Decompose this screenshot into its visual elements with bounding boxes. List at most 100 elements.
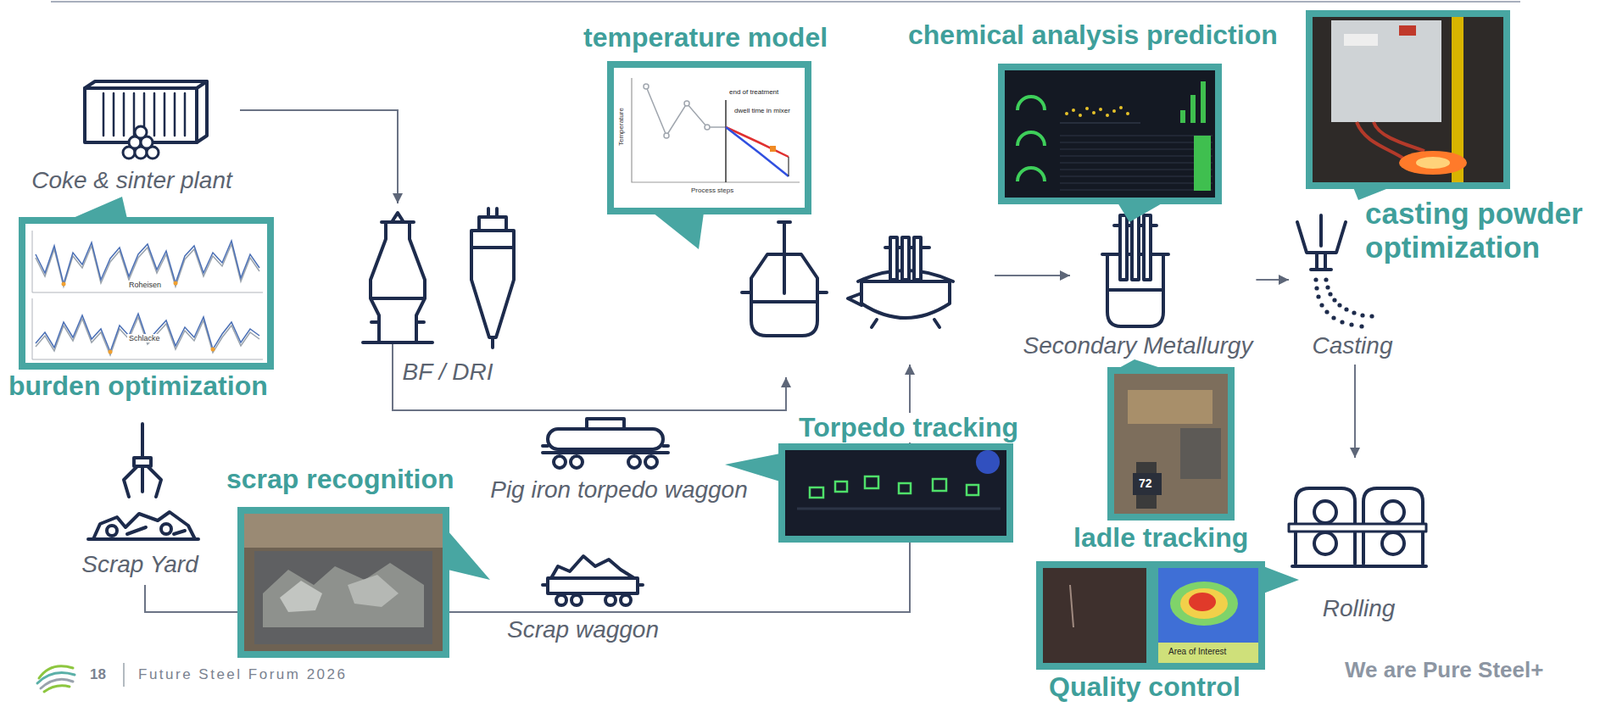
- callout-frame: [18, 10, 1511, 670]
- torpedo-camera-image: [809, 487, 824, 498]
- callout-frame: [1117, 202, 1164, 223]
- callout-title: casting powder optimization: [1365, 196, 1589, 265]
- caster-icon: [1339, 319, 1344, 324]
- dashboard-screenshot: [1059, 122, 1141, 124]
- temperature-chart: [643, 83, 710, 139]
- caster-photo: [1343, 33, 1378, 46]
- torpedo-camera-image: [898, 483, 911, 494]
- torpedo-waggon-icon: [542, 418, 669, 469]
- scrap-yard-icon: [123, 423, 162, 497]
- quality-images: [1158, 642, 1259, 664]
- station-label: Scrap Yard: [81, 551, 198, 579]
- torpedo-camera-image: [797, 507, 1001, 511]
- dashboard-screenshot: [1059, 135, 1213, 190]
- footer-divider: [122, 663, 125, 687]
- dashboard-screenshot: [1071, 108, 1076, 112]
- scrap-waggon-icon: [542, 556, 643, 606]
- temperature-chart: [704, 124, 710, 130]
- caster-icon: [1315, 294, 1321, 299]
- coke-plant-icon: [84, 81, 207, 143]
- ladle-number: 72: [1138, 476, 1153, 491]
- temperature-chart: [613, 67, 805, 208]
- coke-plant-icon: [84, 81, 207, 159]
- dashboard-screenshot: [1017, 96, 1045, 111]
- torpedo-camera-image: [809, 476, 979, 498]
- caster-icon: [1349, 322, 1354, 327]
- dashboard-screenshot: [1017, 167, 1045, 182]
- torpedo-camera-image: [785, 450, 1007, 536]
- dashboard-screenshot: [1064, 105, 1130, 118]
- electric-arc-furnace-icon: [914, 237, 921, 280]
- torpedo-waggon-icon: [570, 456, 583, 469]
- callout-frame: [778, 443, 1014, 543]
- torpedo-camera-image: [835, 481, 848, 492]
- rolling-mill-icon: [1288, 524, 1427, 532]
- rolling-mill-icon: [1314, 532, 1337, 555]
- flow-arrow: [1255, 278, 1289, 281]
- callout-box: ladle tracking: [1070, 361, 1252, 557]
- station-label: Casting: [1312, 332, 1394, 360]
- scrap-yard-icon: [127, 527, 185, 535]
- rolling-mill-icon: [1382, 501, 1405, 524]
- burden-chart: [61, 282, 67, 287]
- quality-images: [1180, 588, 1228, 619]
- temperature-chart: [613, 67, 805, 208]
- chart-annotation: end of treatment: [729, 88, 779, 96]
- scrap-waggon-icon: [620, 595, 631, 606]
- chart-series-name: Roheisen: [127, 280, 163, 290]
- callout-title: chemical analysis prediction: [908, 20, 1278, 51]
- burden-chart: [61, 281, 216, 355]
- coke-plant-icon: [134, 126, 147, 139]
- chart-series-name: Schlacke: [127, 334, 162, 343]
- temperature-chart: [684, 100, 690, 106]
- scrap-waggon-icon: [542, 578, 643, 594]
- quality-images: [1042, 568, 1147, 664]
- converter-icon: [778, 222, 791, 294]
- callout-title: Torpedo tracking: [796, 412, 1021, 443]
- caster-icon: [1314, 285, 1319, 290]
- callout-frame: [447, 530, 491, 580]
- plant-node: Casting: [1288, 267, 1417, 365]
- callout-box: burden optimization: [6, 211, 279, 406]
- blast-furnace-icon: [362, 212, 433, 343]
- plant-node: Rolling: [1284, 457, 1433, 624]
- caster-icon: [1327, 291, 1333, 296]
- electric-arc-furnace-icon: [861, 281, 950, 318]
- ladle-photo: [1127, 390, 1213, 424]
- footer-slogan: We are Pure Steel+: [1344, 657, 1544, 684]
- station-label: Coke & sinter plant: [31, 167, 233, 195]
- ladle-photo: [1132, 473, 1162, 496]
- dashboard-screenshot: [1180, 110, 1186, 123]
- dashboard-screenshot: [1190, 94, 1196, 123]
- callout-frame: [1305, 10, 1511, 190]
- electric-arc-furnace-icon: [871, 319, 940, 328]
- dashboard-screenshot: [1200, 81, 1206, 123]
- quality-images: [1070, 585, 1074, 628]
- rolling-mill-icon: [1382, 532, 1405, 555]
- image-annotation: Area of Interest: [1168, 646, 1227, 658]
- dashboard-screenshot: [1193, 135, 1211, 191]
- caster-icon: [1359, 323, 1364, 329]
- temperature-chart: [787, 156, 789, 177]
- scrap-photo: [279, 580, 323, 613]
- scrap-photo: [244, 513, 443, 652]
- callout-frame: [237, 507, 450, 658]
- callout-frame: [1107, 367, 1235, 521]
- top-rule: [50, 0, 1521, 3]
- plant-node: Pig iron torpedo waggon: [479, 413, 759, 506]
- quality-images: [1042, 568, 1259, 664]
- scrap-photo: [254, 551, 433, 645]
- station-label: Pig iron torpedo waggon: [490, 476, 748, 504]
- scrap-waggon-icon: [605, 595, 616, 606]
- dashboard-screenshot: [1180, 81, 1206, 123]
- coke-plant-icon: [84, 81, 207, 143]
- blast-furnace-icon: [362, 212, 433, 343]
- ladle-icon: [1102, 215, 1169, 327]
- plant-node: Secondary Metallurgy: [1020, 203, 1257, 361]
- scrap-waggon-icon: [551, 556, 635, 579]
- dashboard-screenshot: [1078, 113, 1082, 118]
- flow-arrow: [1354, 364, 1356, 458]
- burden-chart: [25, 223, 268, 363]
- callout-frame: [997, 63, 1222, 205]
